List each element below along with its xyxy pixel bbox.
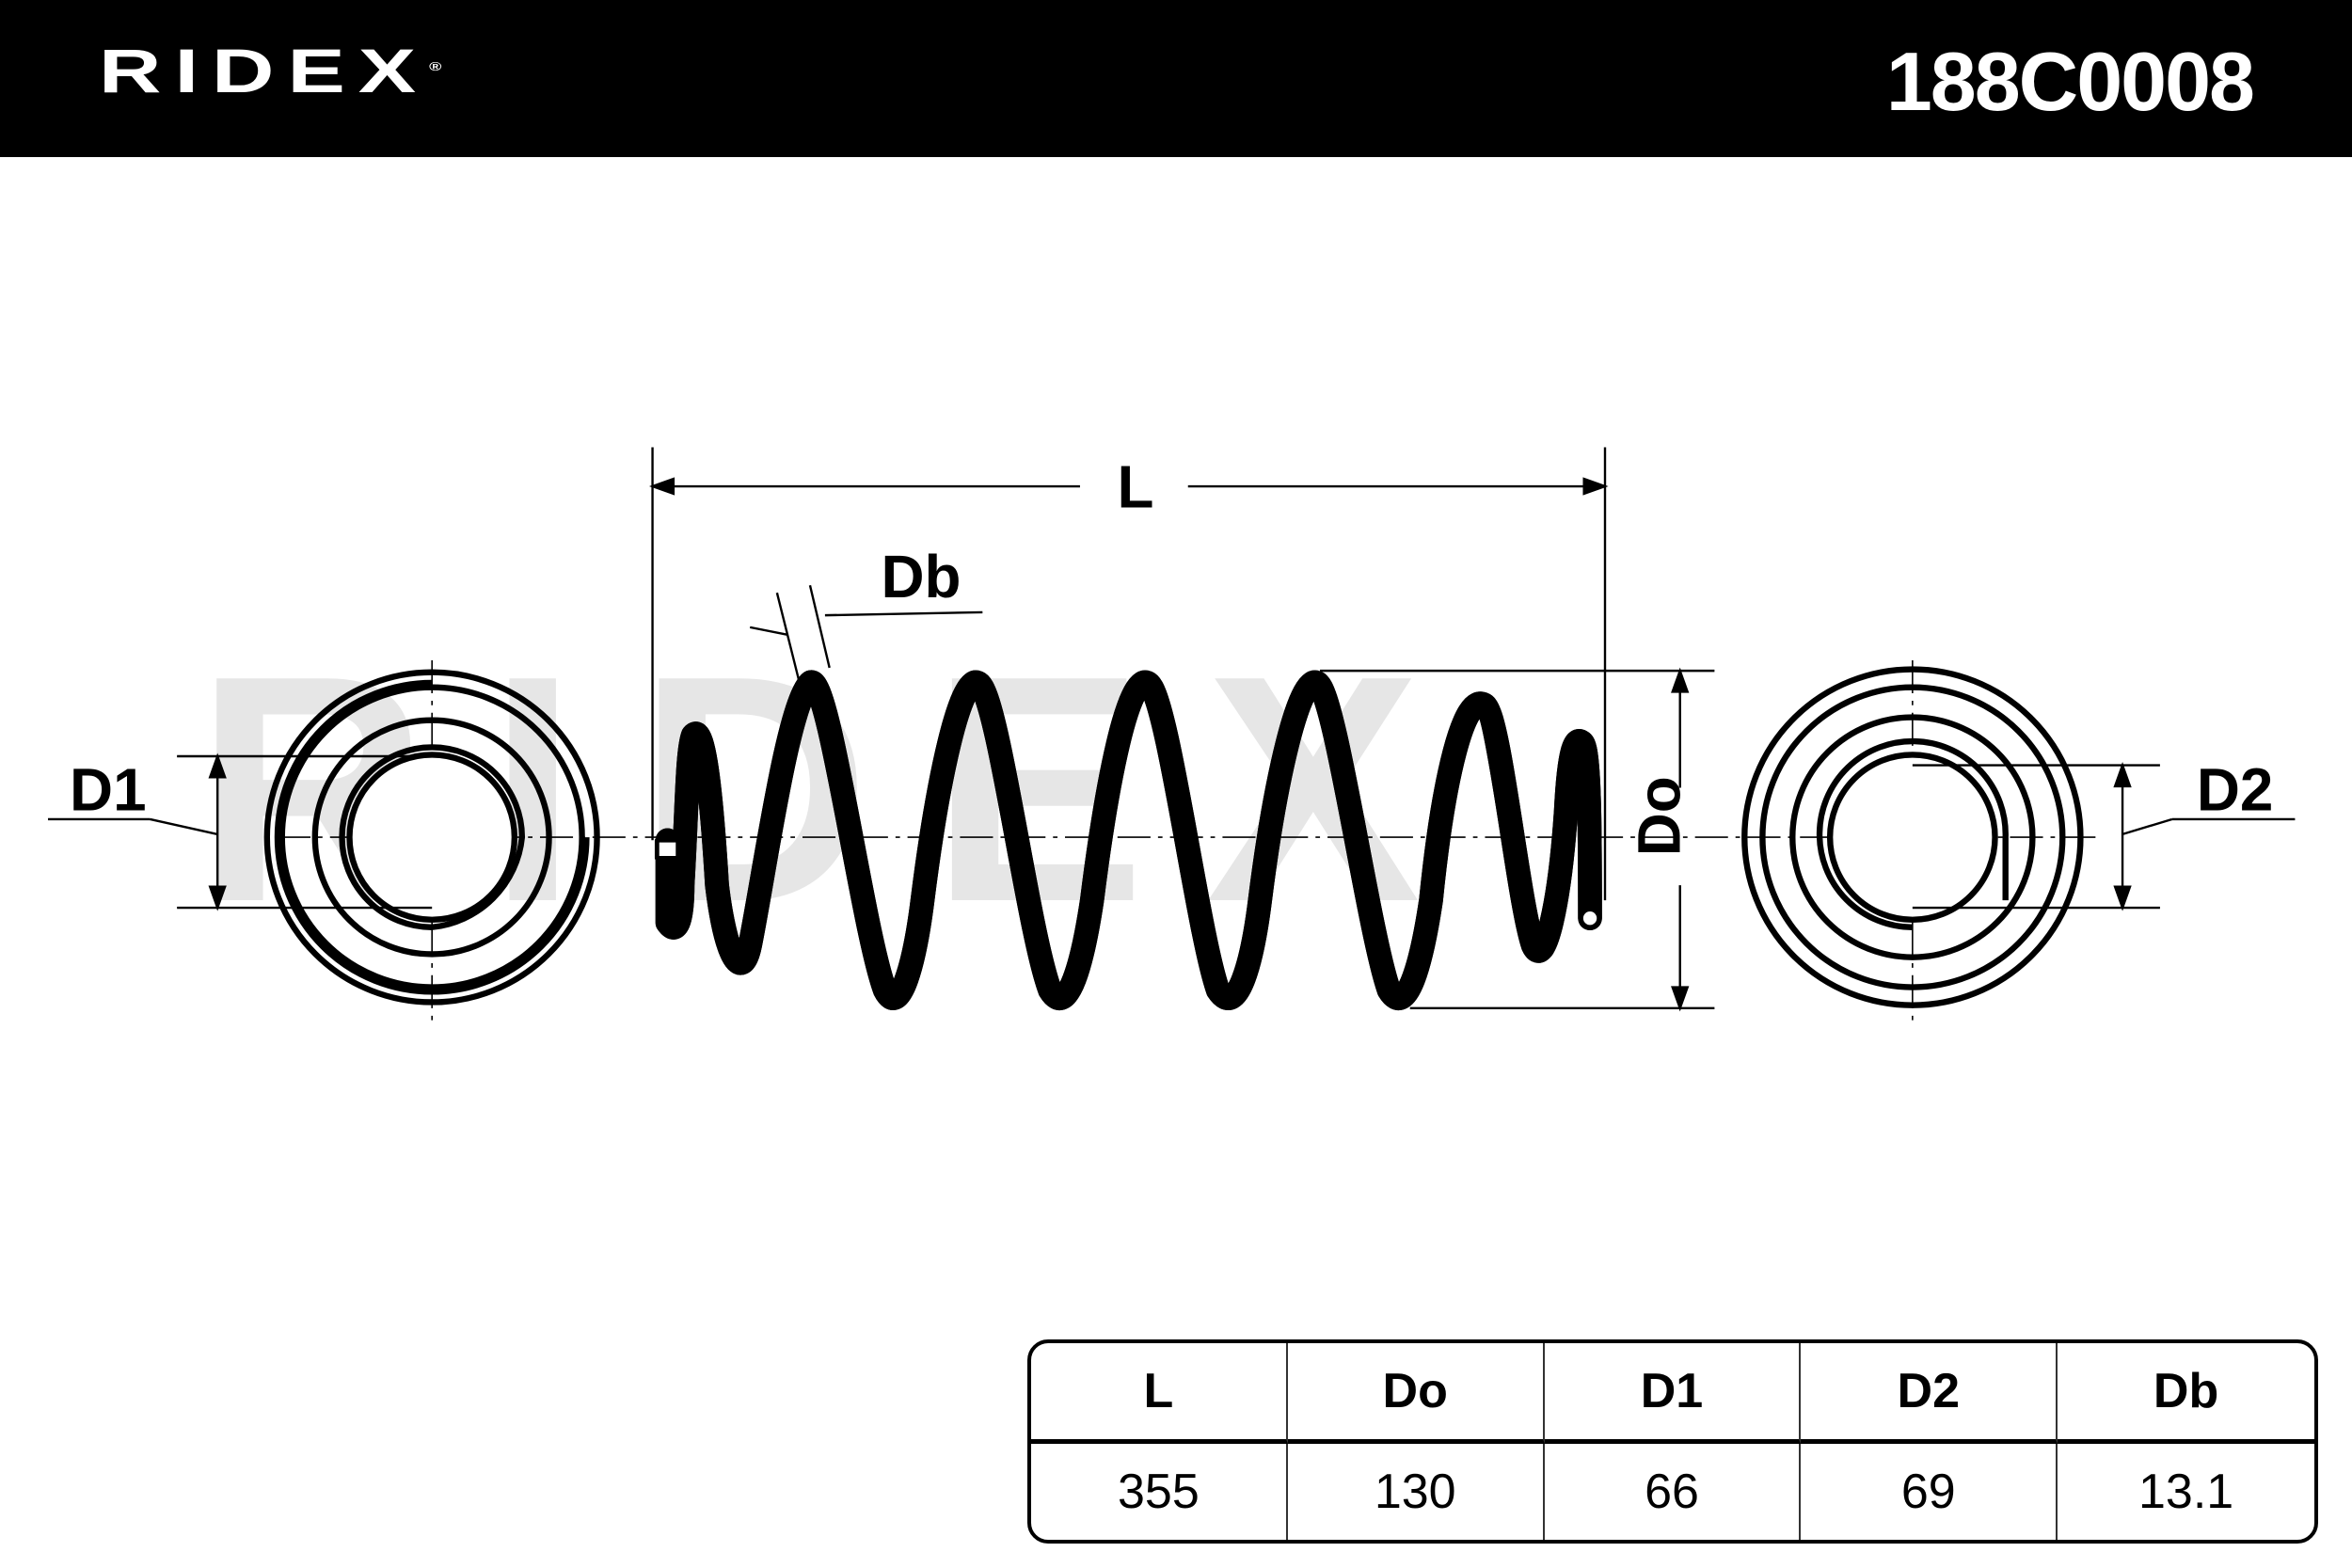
part-number: 188C0008 <box>1885 35 2255 128</box>
table-row: 355 130 66 69 13.1 <box>1031 1444 2314 1540</box>
label-Do: Do <box>1626 776 1693 856</box>
left-end-view <box>263 669 600 1006</box>
right-end-view <box>1741 666 2084 1008</box>
header-Db: Db <box>2058 1343 2314 1444</box>
label-D1: D1 <box>70 755 147 823</box>
dimension-D2 <box>1912 762 2296 911</box>
header-Do: Do <box>1287 1343 1545 1444</box>
header-L: L <box>1031 1343 1288 1444</box>
dimension-Db <box>749 584 983 684</box>
spring-coil <box>654 682 1598 998</box>
value-Do: 130 <box>1288 1444 1545 1540</box>
value-D2: 69 <box>1801 1444 2058 1540</box>
value-Db: 13.1 <box>2137 1465 2234 1519</box>
dimension-L <box>649 447 1609 901</box>
header-D2: D2 <box>1801 1343 2058 1444</box>
table-header-row: L Do D1 D2 Db <box>1031 1343 2314 1444</box>
dimension-D1 <box>48 752 433 911</box>
header-bar: RIDEX® 188C0008 <box>0 0 2352 157</box>
label-D2: D2 <box>2197 755 2274 823</box>
label-L: L <box>1117 452 1153 520</box>
brand-logo: RIDEX® <box>99 36 441 107</box>
dimension-Do <box>1320 667 1715 1012</box>
value-L: 355 <box>1031 1444 1288 1540</box>
header-D1: D1 <box>1544 1343 1802 1444</box>
value-D1: 66 <box>1545 1444 1802 1540</box>
registered-mark: ® <box>429 59 442 73</box>
spec-table: L Do D1 D2 Db 355 130 66 69 13.1 <box>1027 1339 2318 1544</box>
label-Db: Db <box>881 543 961 610</box>
brand-name: RIDEX <box>99 36 430 106</box>
